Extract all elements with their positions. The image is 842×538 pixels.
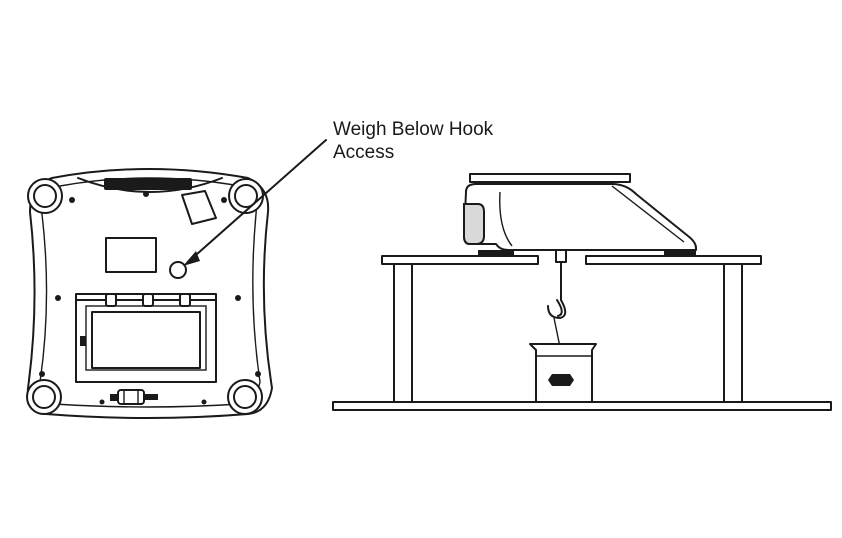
foot-bottom-left <box>26 379 62 415</box>
table-top-right <box>585 255 762 265</box>
beaker-body <box>529 343 597 403</box>
label-plate <box>105 237 157 273</box>
weigh-below-setup <box>332 173 832 411</box>
table-leg-left <box>393 263 413 403</box>
hook-mount <box>555 249 567 263</box>
top-recess <box>77 177 223 193</box>
table-leg-right <box>723 263 743 403</box>
foot-front <box>478 250 514 256</box>
callout-line-1: Weigh Below Hook <box>333 119 494 140</box>
hook-curve <box>547 299 567 319</box>
rear-grip-bar <box>104 178 192 190</box>
balance-body-edge <box>611 185 685 243</box>
foot-rear <box>664 250 696 256</box>
balance-front-panel <box>463 203 485 245</box>
foot-bottom-right <box>227 379 263 415</box>
scale-bottom-view <box>26 168 273 419</box>
hook-curve-inner <box>556 299 563 317</box>
top-tab <box>181 190 217 225</box>
battery-compartment <box>75 293 217 383</box>
callout-line-2: Access <box>333 142 395 163</box>
callout-label: Weigh Below Hook Access <box>333 118 493 164</box>
foot-top-left <box>27 178 63 214</box>
screws <box>39 191 261 405</box>
callout-leader <box>183 139 327 266</box>
weighing-pan <box>469 173 631 183</box>
table-top-left <box>381 255 539 265</box>
power-connector <box>110 389 158 405</box>
balance-side-view <box>463 173 697 256</box>
foot-top-right <box>228 178 264 214</box>
balance-body <box>463 183 697 251</box>
base-board <box>332 401 832 411</box>
beaker <box>529 343 597 403</box>
sample-weight <box>548 374 574 386</box>
balance-body-curve <box>499 191 513 247</box>
hook-access-hole <box>169 261 187 279</box>
